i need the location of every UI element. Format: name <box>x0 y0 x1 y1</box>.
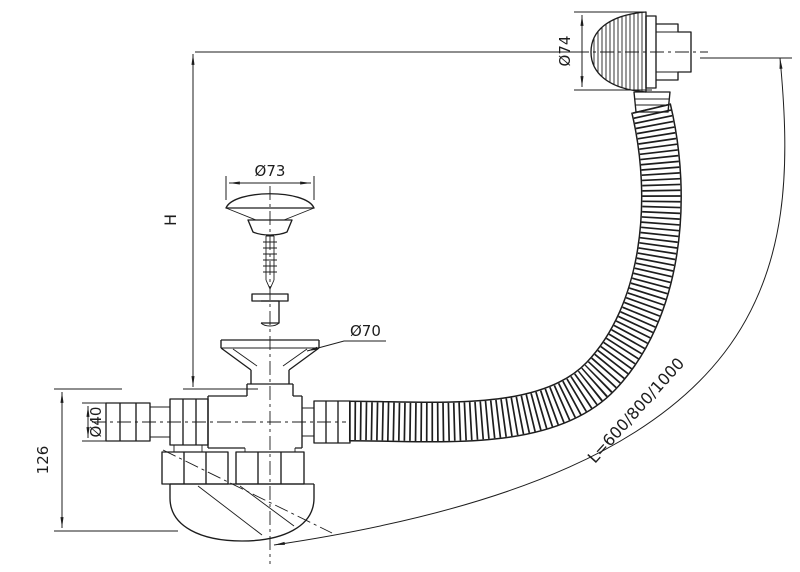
dimension-126: 126 <box>34 388 178 532</box>
flexible-corrugated-hose <box>348 103 682 443</box>
dim-label-dia40: Ø40 <box>87 407 105 438</box>
dim-label-dia74: Ø74 <box>556 36 574 67</box>
centerlines <box>92 51 708 564</box>
dim-label-h: H <box>161 214 180 226</box>
siphon-trap-assembly <box>105 384 351 542</box>
dimension-hose-length: L=600/800/1000 <box>273 57 792 546</box>
knob-ribbing <box>593 12 643 92</box>
dim-label-126: 126 <box>34 446 52 475</box>
dimension-h: H <box>161 51 575 390</box>
dimension-dia40: Ø40 <box>82 402 106 442</box>
overflow-head-assembly <box>590 11 692 113</box>
dim-label-dia70: Ø70 <box>350 322 381 340</box>
dim-label-dia73: Ø73 <box>255 162 286 180</box>
